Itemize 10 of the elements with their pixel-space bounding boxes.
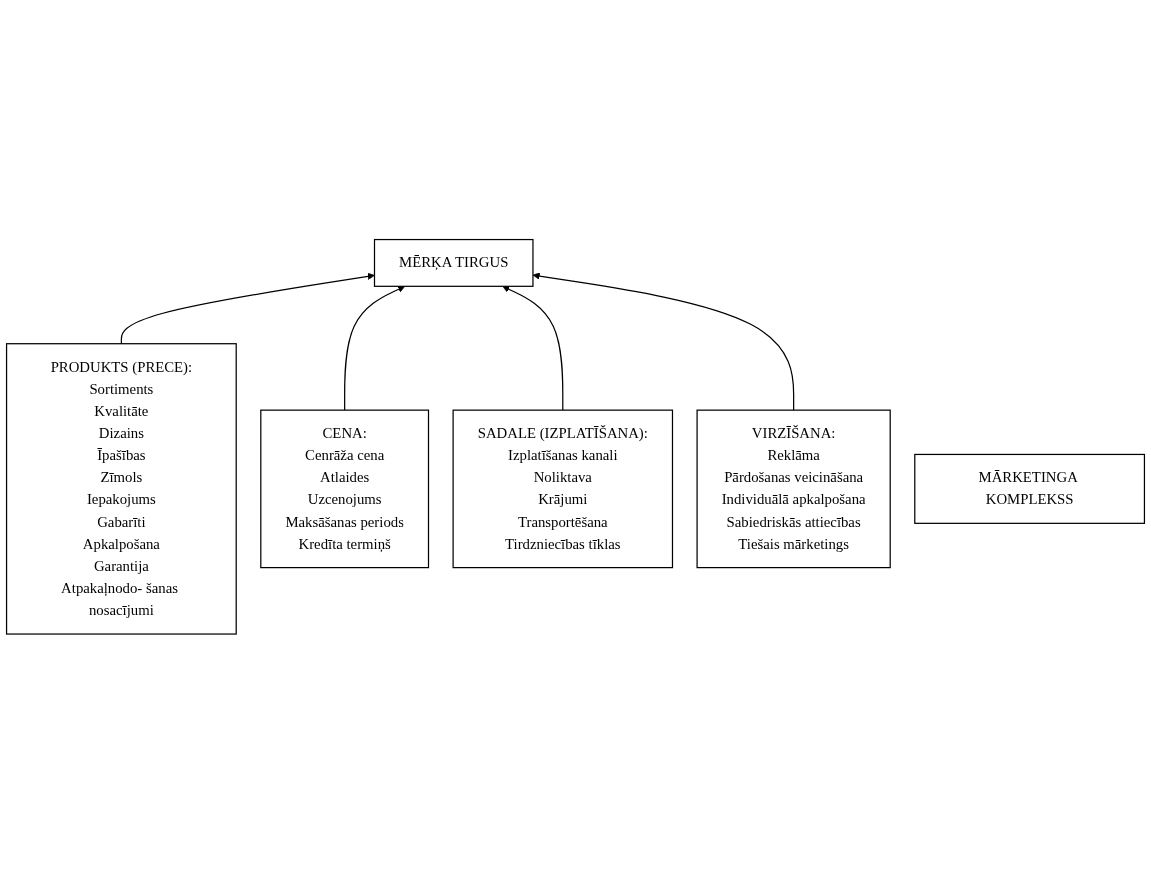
arrow <box>532 272 795 411</box>
node-box: VIRZĪŠANA: Reklāma Pārdošanas veicināšana Individuālā apkalpošana Sabiedriskās attiecības Tiešais mārketings <box>696 409 891 569</box>
arrow <box>120 273 375 345</box>
node-box: PRODUKTS (PRECE): Sortiments Kvalitāte Dizains Īpašības Zīmols Iepakojums Gabarīti Apkalpošana Garantija Atpakaļnodo- šanas nosacījumi <box>5 343 237 635</box>
arrow <box>344 286 406 411</box>
node-box: MĀRKETINGA KOMPLEKSS <box>914 454 1146 525</box>
arrow <box>502 286 564 411</box>
node-box: SADALE (IZPLATĪŠANA): Izplatīšanas kanali Noliktava Krājumi Transportēšana Tirdzniecības tīklas <box>452 409 674 569</box>
node-box: MĒRĶA TIRGUS <box>373 239 534 288</box>
node-box: CENA: Cenrāža cena Atlaides Uzcenojums Maksāšanas periods Kredīta termiņš <box>260 409 430 569</box>
